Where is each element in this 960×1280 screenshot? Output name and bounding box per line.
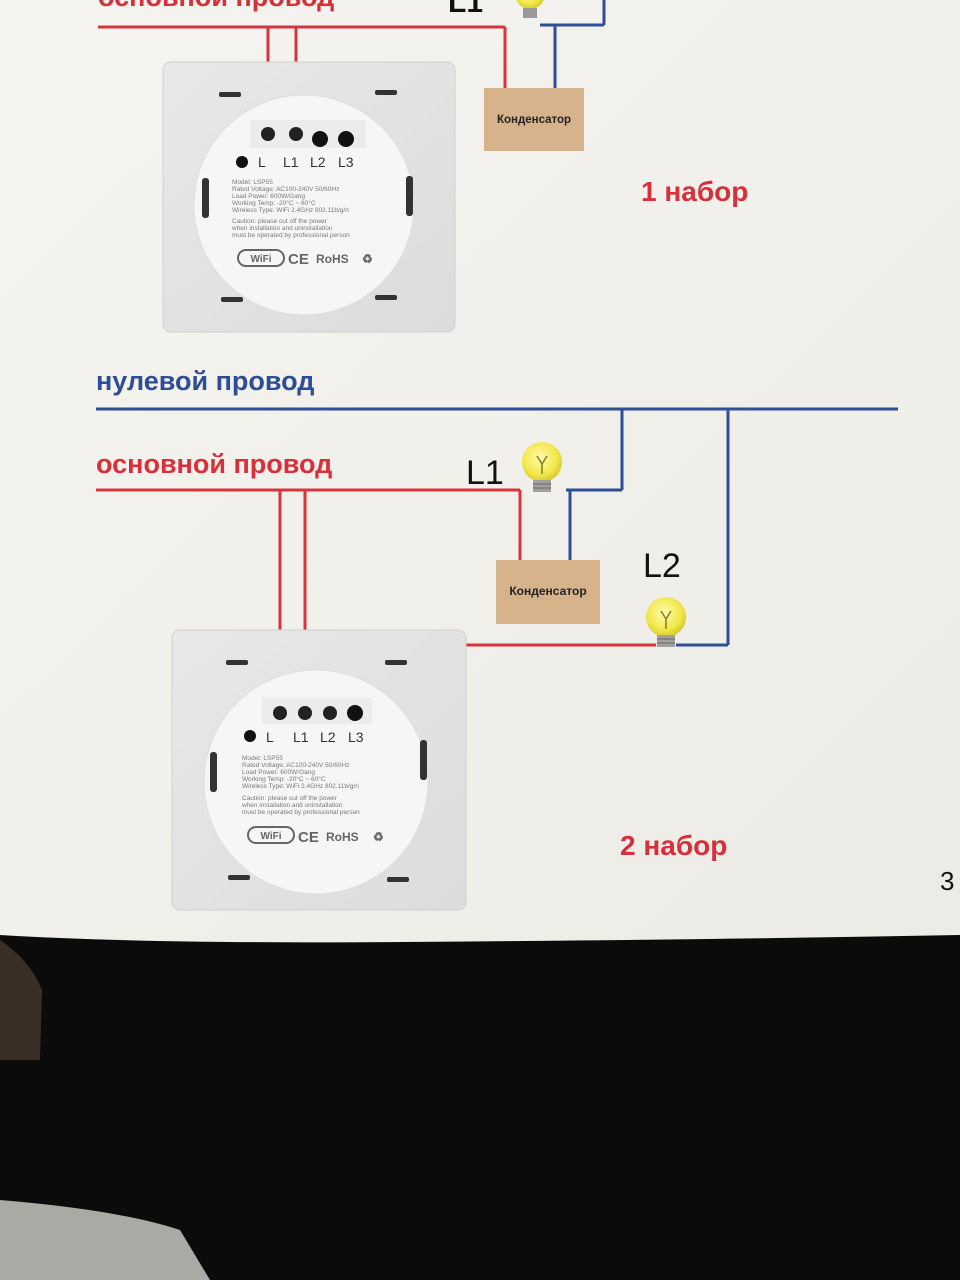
svg-text:when installation and uninstal: when installation and uninstallation <box>231 225 333 232</box>
main-wire-label: основной провод <box>96 449 332 479</box>
terminal-L2-top: L2 <box>310 154 326 170</box>
terminal-L1-top: L1 <box>283 154 299 170</box>
svg-text:WiFi: WiFi <box>250 254 271 265</box>
main-wire-label-top: основной провод <box>98 0 334 12</box>
terminal-L3-top: L3 <box>338 154 354 170</box>
terminal-L3-bottom: L3 <box>348 729 364 745</box>
svg-text:Wireless Type: WiFi 2.4GHz 802: Wireless Type: WiFi 2.4GHz 802.11b/g/n <box>232 207 349 214</box>
capacitor-box: Конденсатор <box>496 560 600 624</box>
svg-text:CE: CE <box>298 829 319 846</box>
terminal-L2-bottom: L2 <box>320 729 336 745</box>
fabric-corner <box>0 1200 210 1280</box>
light-bulb-icon <box>516 0 544 18</box>
set-1-label: 1 набор <box>641 176 748 207</box>
neutral-wire-label: нулевой провод <box>96 366 314 396</box>
svg-text:Wireless Type: WiFi 2.4GHz 802: Wireless Type: WiFi 2.4GHz 802.11b/g/n <box>242 783 359 790</box>
lamp-l2-label: L2 <box>643 547 681 585</box>
terminal-L1-bottom: L1 <box>293 729 309 745</box>
set-2-label: 2 набор <box>620 830 727 861</box>
svg-text:Rated Voltage: AC100-240V 50/6: Rated Voltage: AC100-240V 50/60Hz <box>242 762 349 769</box>
svg-text:Caution: please cut off the po: Caution: please cut off the power <box>242 795 338 802</box>
wifi-logo-top <box>237 249 285 267</box>
svg-text:RoHS: RoHS <box>326 830 359 844</box>
spec-text-bottom: Model: LSP55 Rated Voltage: AC100-240V 5… <box>241 755 360 816</box>
neutral-wiring <box>96 407 898 647</box>
svg-text:Rated Voltage: AC100-240V 50/6: Rated Voltage: AC100-240V 50/60Hz <box>232 186 339 193</box>
svg-text:Model: LSP55: Model: LSP55 <box>232 179 273 186</box>
terminal-L-bottom: L <box>266 729 274 745</box>
switch-plate-top: L L1 L2 L3 Model: LSP55 Rated Voltage: A… <box>162 61 456 333</box>
capacitor-label: Конденсатор <box>509 584 586 598</box>
svg-text:♻: ♻ <box>362 252 373 266</box>
terminal-L-top: L <box>258 154 266 170</box>
svg-text:Load Power: 600W/Gang: Load Power: 600W/Gang <box>242 769 315 776</box>
light-bulb-icon <box>646 597 686 647</box>
wifi-logo-bottom <box>247 826 295 844</box>
svg-text:WiFi: WiFi <box>260 831 281 842</box>
spec-text-top: Model: LSP55 Rated Voltage: AC100-240V 5… <box>231 179 350 239</box>
svg-text:RoHS: RoHS <box>316 252 349 266</box>
svg-text:♻: ♻ <box>373 830 384 844</box>
svg-text:Load Power: 600W/Gang: Load Power: 600W/Gang <box>232 193 305 200</box>
svg-text:Working Temp: -20°C ~ 60°C: Working Temp: -20°C ~ 60°C <box>232 199 316 207</box>
svg-text:Model: LSP55: Model: LSP55 <box>242 755 283 762</box>
svg-text:must be operated by profession: must be operated by professional person <box>232 232 350 239</box>
svg-text:must be operated by profession: must be operated by professional person <box>242 809 360 816</box>
capacitor-label-top: Конденсатор <box>497 114 571 126</box>
light-bulb-icon <box>522 442 562 492</box>
lamp-l1-label: L1 <box>466 454 504 492</box>
lamp-l1-label-top: L1 <box>448 0 483 19</box>
capacitor-box: Конденсатор <box>484 88 584 151</box>
finger-shadow <box>0 940 42 1060</box>
svg-text:Caution: please cut off the po: Caution: please cut off the power <box>232 218 328 225</box>
svg-text:CE: CE <box>288 251 309 268</box>
switch-plate-bottom: L L1 L2 L3 Model: LSP55 Rated Voltage: A… <box>171 629 467 911</box>
svg-text:Working Temp: -20°C ~ 60°C: Working Temp: -20°C ~ 60°C <box>242 775 326 783</box>
svg-text:when installation and uninstal: when installation and uninstallation <box>241 802 343 809</box>
page-number: 3 <box>940 866 954 896</box>
